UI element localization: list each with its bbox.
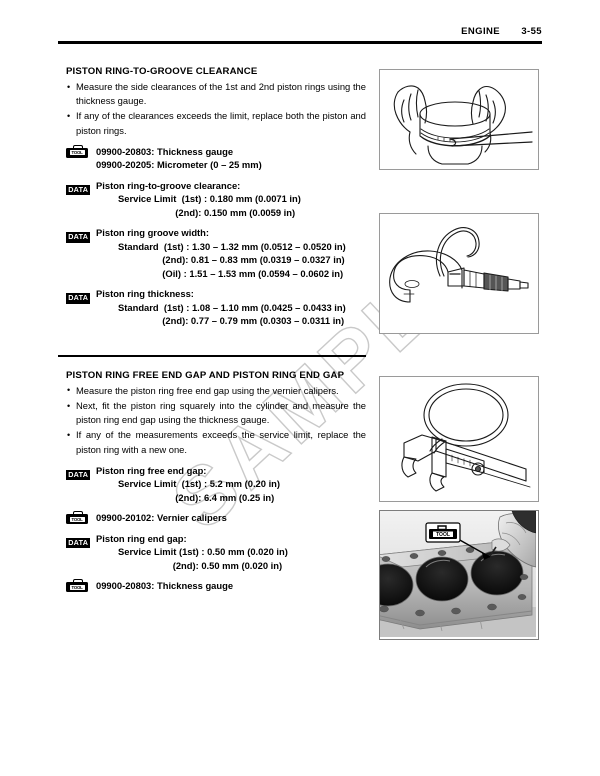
data-spec-block: DATA Piston ring thickness: Standard (1s… (66, 287, 366, 328)
data-badge: DATA (66, 179, 91, 197)
spec-value-row: (2nd): 0.50 mm (0.020 in) (118, 559, 283, 571)
instruction-bullet: Next, fit the piston ring squarely into … (66, 399, 366, 427)
tool-number-line: 09900-20102: Vernier calipers (96, 512, 227, 524)
section-piston-ring-free-end-gap: PISTON RING FREE END GAP AND PISTON RING… (66, 370, 366, 593)
data-badge-label: DATA (66, 293, 91, 304)
instruction-bullet: Measure the side clearances of the 1st a… (66, 79, 366, 108)
spec-heading: Piston ring free end gap: (96, 464, 207, 476)
spec-heading: Piston ring thickness: (96, 288, 194, 300)
tool-number-line: 09900-20803: Thickness gauge (96, 580, 234, 592)
data-spec-block: DATA Piston ring-to-groove clearance: Se… (66, 179, 366, 220)
spec-value-row: Service Limit (1st) : 5.2 mm (0.20 in) (118, 478, 281, 490)
section-piston-ring-to-groove-clearance: PISTON RING-TO-GROOVE CLEARANCE Measure … (66, 66, 366, 328)
spec-value-row: Standard (1st) : 1.08 – 1.10 mm (0.0425 … (118, 301, 346, 313)
section-title: PISTON RING-TO-GROOVE CLEARANCE (66, 66, 258, 77)
data-badge-label: DATA (66, 537, 91, 549)
spec-value-row: (2nd): 6.4 mm (0.25 in) (118, 491, 275, 503)
figure-vernier-caliper-ring (379, 376, 539, 502)
section-title: PISTON RING FREE END GAP AND PISTON RING… (66, 369, 345, 381)
page-header: ENGINE 3-55 (58, 26, 542, 48)
section-divider (58, 355, 366, 357)
spec-heading: Piston ring-to-groove clearance: (96, 179, 241, 191)
spec-value-row: (2nd): 0.81 – 0.83 mm (0.0319 – 0.0327 i… (118, 254, 345, 266)
spec-heading: Piston ring groove width: (96, 227, 210, 239)
instruction-bullet: If any of the clearances exceeds the lim… (66, 109, 366, 137)
data-badge: DATA (66, 464, 91, 482)
data-badge: DATA (66, 532, 91, 550)
tool-spec-block: TOOL 09900-20803: Thickness gauge (66, 579, 366, 593)
spec-value-row: Service Limit (1st) : 0.50 mm (0.020 in) (118, 546, 288, 558)
instruction-bullet: Measure the piston ring free end gap usi… (66, 383, 366, 398)
figure-piston-thickness-gauge (379, 69, 539, 170)
tool-spec-block: TOOL 09900-20803: Thickness gauge 09900-… (66, 144, 366, 172)
figure-micrometer-ring (379, 213, 539, 334)
header-page-number: 3-55 (521, 26, 542, 37)
spec-value-row: Standard (1st) : 1.30 – 1.32 mm (0.0512 … (118, 240, 346, 252)
svg-text:TOOL: TOOL (436, 532, 450, 538)
data-spec-block: DATA Piston ring end gap: Service Limit … (66, 532, 366, 573)
spec-heading: Piston ring end gap: (96, 532, 187, 544)
data-spec-block: DATA Piston ring free end gap: Service L… (66, 464, 366, 505)
tool-callout-badge: TOOL (425, 522, 461, 543)
tool-icon-label: TOOL (71, 516, 83, 522)
instruction-bullet: If any of the measurements exceeds the s… (66, 428, 366, 456)
data-badge-label: DATA (66, 232, 91, 243)
tool-number-line: 09900-20803: Thickness gauge (96, 145, 234, 157)
spec-value-row: (2nd): 0.150 mm (0.0059 in) (118, 206, 296, 218)
content-column: PISTON RING-TO-GROOVE CLEARANCE Measure … (66, 66, 366, 593)
data-badge: DATA (66, 287, 91, 305)
data-badge-label: DATA (66, 184, 91, 196)
spec-value-row: (2nd): 0.77 – 0.79 mm (0.0303 – 0.0311 i… (118, 315, 345, 327)
tool-icon-label: TOOL (71, 584, 83, 590)
header-section-label: ENGINE (461, 26, 500, 37)
tool-spec-block: TOOL 09900-20102: Vernier calipers (66, 511, 366, 525)
data-badge-label: DATA (66, 469, 91, 481)
tool-number-line: 09900-20205: Micrometer (0 – 25 mm) (96, 159, 262, 171)
spec-value-row: Service Limit (1st) : 0.180 mm (0.0071 i… (118, 193, 301, 205)
header-rule (58, 41, 542, 44)
data-spec-block: DATA Piston ring groove width: Standard … (66, 226, 366, 280)
figure-cylinder-block-photo: TOOL (379, 510, 539, 640)
data-badge: DATA (66, 226, 91, 244)
spec-value-row: (Oil) : 1.51 – 1.53 mm (0.0594 – 0.0602 … (118, 267, 344, 279)
tool-icon-label: TOOL (71, 150, 83, 155)
